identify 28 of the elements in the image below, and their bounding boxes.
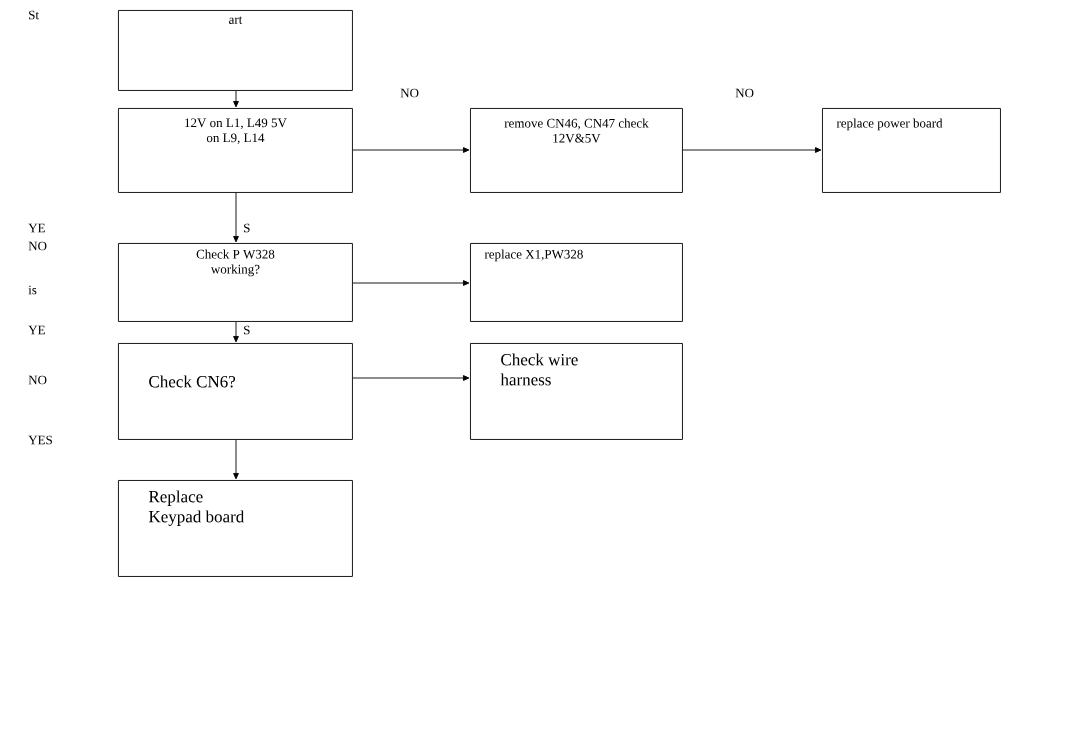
edge-label: NO (734, 87, 755, 99)
process-box: Check wire harness (470, 343, 683, 440)
process-box: Replace Keypad board (118, 480, 353, 577)
process-box: Check CN6? (118, 343, 353, 440)
process-box: replace power board (822, 108, 1001, 193)
side-label: NO (28, 375, 47, 385)
arrow (352, 375, 470, 381)
side-label: St (29, 10, 39, 20)
side-label: is (28, 285, 37, 295)
process-box: remove CN46, CN47 check 12V&5V (470, 108, 683, 193)
process-box: Check P W328 working? (118, 243, 353, 322)
side-label: YE (28, 223, 45, 233)
arrow (233, 321, 239, 343)
arrow (233, 90, 239, 108)
edge-label: S (242, 222, 252, 234)
arrow (233, 439, 239, 480)
arrow (233, 192, 239, 243)
side-label: YE (28, 325, 45, 335)
edge-label: NO (399, 87, 420, 99)
process-box: art (118, 10, 353, 91)
side-label: NO (28, 241, 47, 251)
arrow (352, 147, 470, 153)
edge-label: S (242, 324, 252, 336)
arrow (352, 280, 470, 286)
process-box: replace X1,PW328 (470, 243, 683, 322)
side-label: YES (28, 435, 52, 445)
arrow (682, 147, 822, 153)
process-box: 12V on L1, L49 5V on L9, L14 (118, 108, 353, 193)
